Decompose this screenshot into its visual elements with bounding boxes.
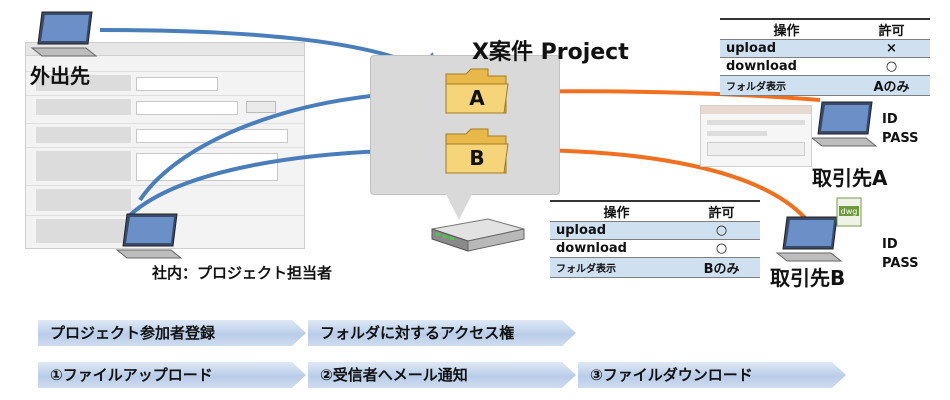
folder-icon[interactable] (444, 126, 510, 176)
arrow-client-b-to-b (510, 134, 807, 220)
folder-b-label: B (469, 146, 485, 170)
step-file-download: ③ファイルダウンロード (578, 362, 846, 388)
step-mail-notification: ②受信者へメール通知 (308, 362, 576, 388)
laptop-icon (775, 216, 843, 262)
web-form-screenshot (25, 42, 305, 249)
step-register-participants: プロジェクト参加者登録 (38, 320, 306, 346)
server-callout-tail (445, 192, 473, 220)
laptop-icon (30, 11, 98, 57)
client-a-screen (700, 105, 812, 167)
step-folder-access-rights: フォルダに対するアクセス権 (308, 320, 576, 346)
outside-label: 外出先 (30, 64, 90, 88)
client-b-label: 取引先B (770, 266, 846, 290)
internal-label: 社内：プロジェクト担当者 (152, 264, 333, 282)
step-file-upload: ①ファイルアップロード (38, 362, 306, 388)
svg-text:dwg: dwg (841, 207, 858, 216)
server-icon (431, 218, 525, 252)
laptop-icon (810, 101, 878, 147)
folder-icon[interactable] (444, 66, 510, 116)
project-title: X案件 Project (472, 40, 629, 65)
dwg-file-icon: dwg (836, 197, 862, 227)
folder-a-label: A (469, 86, 485, 110)
laptop-icon (115, 213, 183, 259)
client-a-label: 取引先A (812, 166, 888, 190)
